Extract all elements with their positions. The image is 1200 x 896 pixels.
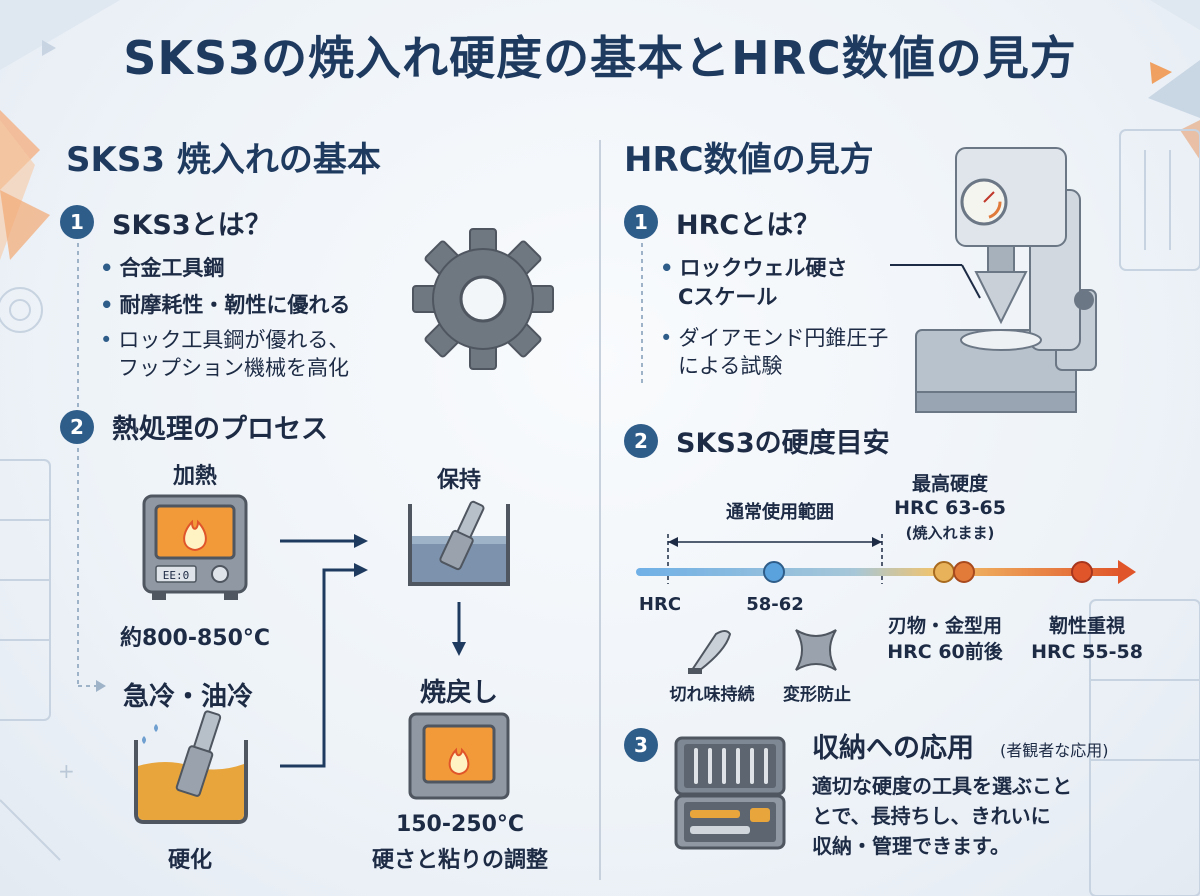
hold-label: 保持	[436, 468, 481, 493]
left-s2-number: 2	[60, 410, 94, 444]
right-s1-bullet-2b: による試験	[678, 354, 783, 378]
left-s1-bullet-3b: フップション機械を高化	[118, 356, 349, 380]
left-s1-bullet-2: •耐摩耗性・靭性に優れる	[100, 293, 351, 317]
right-s2-title: SKS3の硬度目安	[676, 428, 890, 459]
icon1-label: 切れ味持続	[669, 685, 755, 705]
right-s3-line-1: 適切な硬度の工具を選ぶこと	[812, 774, 1072, 798]
right-s2-number: 2	[624, 424, 658, 458]
furnace-display: EE:0	[163, 569, 190, 582]
left-s1-bullet-1: •合金工具鋼	[100, 256, 225, 280]
left-s2-connector	[77, 448, 106, 692]
left-heading: SKS3 焼入れの基本	[66, 140, 381, 180]
axis-label-hrc: HRC	[638, 594, 682, 615]
temper-desc: 硬さと粘りの調整	[371, 848, 548, 873]
icon2-label: 変形防止	[783, 685, 851, 705]
marker-tough	[1071, 561, 1093, 583]
arrow-heat-to-hold	[280, 534, 368, 548]
right-s1-title: HRCとは？	[676, 210, 821, 241]
gear-icon	[412, 228, 554, 370]
hrc-axis	[636, 568, 1122, 576]
arrow-hold-to-temper	[452, 602, 466, 656]
right-s3-title-note: (者観者な応用)	[1000, 741, 1109, 760]
right-s3-line-3: 収納・管理できます。	[812, 834, 1010, 858]
right-s3-number: 3	[624, 728, 658, 762]
tough-title: 靭性重視	[1048, 615, 1125, 637]
temper-oven-icon	[408, 712, 510, 800]
blade-title: 刃物・金型用	[887, 615, 1002, 637]
quench-result: 硬化	[167, 848, 212, 873]
hold-tank-icon	[408, 500, 510, 586]
marker-58-62	[763, 561, 785, 583]
right-s1-bullet-1: •ロックウェル硬さ	[660, 256, 848, 280]
quench-label: 急冷・油冷	[122, 682, 253, 712]
right-s3-line-2: とで、長持ちし、きれいに	[812, 804, 1051, 828]
right-s1-number: 1	[624, 205, 658, 239]
arrow-quench-to-hold	[280, 563, 368, 768]
heat-label: 加熱	[172, 464, 217, 489]
hrc-scale	[636, 534, 1136, 584]
marker-max	[953, 561, 975, 583]
right-s1-connector	[641, 243, 643, 383]
page-title: SKS3の焼入れ硬度の基本とHRC数値の見方	[123, 31, 1077, 85]
left-s1-number: 1	[60, 205, 94, 239]
blade-value: HRC 60前後	[887, 641, 1003, 663]
knife-icon	[688, 630, 732, 674]
marker-blade	[933, 561, 955, 583]
left-s1-title: SKS3とは？	[112, 210, 272, 241]
furnace-icon: EE:0	[142, 494, 248, 600]
tick-58-62: 58-62	[746, 594, 804, 615]
heat-temp: 約800-850°C	[119, 626, 271, 651]
right-heading: HRC数値の見方	[624, 140, 874, 180]
temper-label: 焼戻し	[419, 678, 498, 708]
left-s1-connector	[77, 243, 79, 433]
right-s1-bullet-1b: Cスケール	[678, 285, 778, 309]
oil-quench-icon	[134, 710, 248, 824]
max-hardness-title: 最高硬度	[911, 473, 988, 495]
tough-value: HRC 55-58	[1031, 641, 1143, 663]
max-hardness-value: HRC 63-65	[894, 497, 1006, 519]
right-s3-title: 収納への応用	[812, 733, 974, 764]
hardness-tester-icon	[890, 147, 1097, 413]
deformation-icon	[795, 629, 837, 671]
temper-temp: 150-250°C	[395, 812, 525, 837]
left-s2-title: 熱処理のプロセス	[112, 414, 328, 445]
right-s1-bullet-2: •ダイアモンド円錐圧子	[660, 326, 889, 350]
usage-range-label: 通常使用範囲	[726, 502, 834, 523]
left-s1-bullet-3: •ロック工具鋼が優れる、	[100, 328, 350, 352]
max-hardness-note: (焼入れまま)	[905, 524, 995, 542]
toolbox-icon	[674, 736, 786, 850]
svg-text:+: +	[58, 759, 75, 783]
